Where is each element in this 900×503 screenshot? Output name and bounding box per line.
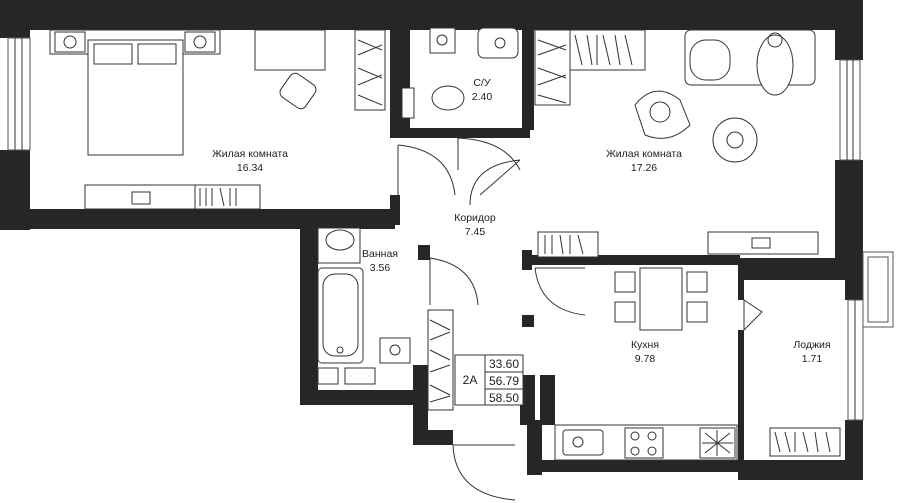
door-right-room [469, 159, 521, 206]
total-with-loggia: 58.50 [489, 391, 519, 405]
corridor-fixtures [397, 137, 586, 501]
room-name: Кухня [631, 339, 659, 351]
armchair [634, 90, 691, 139]
room-area: 7.45 [465, 226, 486, 238]
corridor-wardrobe [427, 309, 454, 411]
room-name: Жилая комната [212, 148, 288, 160]
apartment-summary: 2А 33.60 56.79 58.50 [463, 357, 520, 405]
desk [254, 29, 326, 71]
bookshelf-right [537, 231, 599, 258]
toilet-tank [401, 87, 415, 119]
entrance-door [452, 444, 516, 501]
door-bathroom [429, 257, 479, 306]
room-labels: Жилая комната 16.34 С/У 2.40 Жилая комна… [212, 77, 831, 365]
bookshelf-left [194, 184, 261, 210]
door-su [457, 137, 521, 171]
door-kitchen [534, 267, 586, 316]
wardrobe-right [534, 29, 571, 106]
person-figure [756, 34, 794, 96]
loggia-door [743, 299, 763, 332]
shelving [569, 29, 646, 71]
toilet [431, 85, 465, 111]
dining-table [639, 267, 683, 331]
coffee-table [712, 117, 758, 163]
room-area: 2.40 [472, 91, 493, 103]
room-area: 3.56 [370, 262, 391, 274]
room-area: 16.34 [237, 162, 263, 174]
room-name: Ванная [362, 248, 398, 260]
apartment-summary-box [454, 354, 524, 406]
room-area: 1.71 [802, 353, 823, 365]
living-area: 33.60 [489, 357, 519, 371]
bedroom-furniture [49, 29, 386, 210]
bathroom-fixtures [317, 227, 411, 385]
windows [7, 37, 894, 421]
apartment-type: 2А [463, 373, 478, 387]
walls [0, 0, 863, 480]
bath-sink [379, 337, 411, 364]
total-area: 56.79 [489, 374, 519, 388]
room-area: 17.26 [631, 162, 657, 174]
kitchen-fixtures [554, 267, 763, 461]
wardrobe-left [354, 29, 386, 111]
toilet-room-fixtures [401, 27, 519, 119]
living-room-furniture [534, 29, 819, 258]
loggia-fixtures [769, 427, 841, 457]
room-name: Коридор [454, 212, 496, 224]
room-name: Лоджия [793, 339, 830, 351]
room-area: 9.78 [635, 353, 656, 365]
sink [477, 27, 519, 59]
office-chair [279, 72, 317, 110]
stove [624, 427, 664, 459]
room-name: Жилая комната [606, 148, 682, 160]
door-left-room [397, 144, 456, 196]
room-name: С/У [473, 77, 491, 89]
